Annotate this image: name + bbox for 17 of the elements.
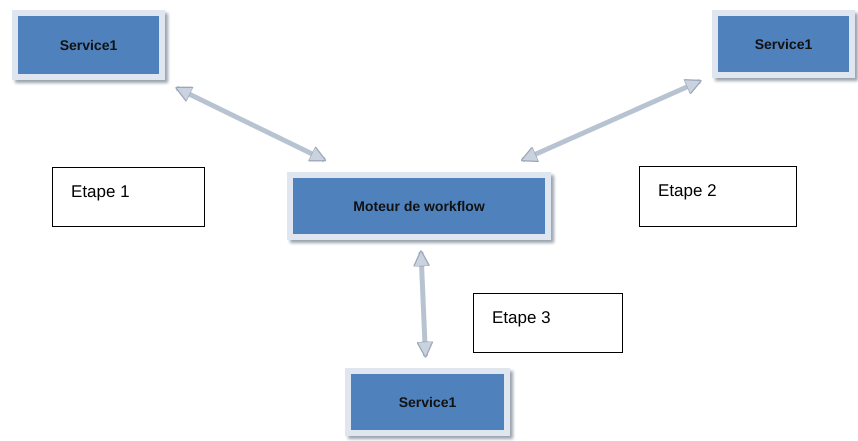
- note-box: [473, 293, 623, 353]
- node-label: Moteur de workflow: [353, 198, 485, 214]
- node-label: Etape 3: [492, 308, 551, 328]
- process-box: [287, 172, 551, 240]
- node-label: Service1: [398, 394, 456, 410]
- node-label: Service1: [60, 37, 118, 53]
- double-arrow: [412, 250, 434, 358]
- node-label: Etape 1: [71, 182, 130, 202]
- process-box: [345, 368, 510, 436]
- note-box: [52, 167, 205, 227]
- double-arrow: [520, 78, 702, 162]
- node-label: Service1: [754, 36, 812, 52]
- note-box: [639, 166, 797, 227]
- node-label: Etape 2: [658, 181, 717, 201]
- process-box: [712, 10, 855, 78]
- process-box: [12, 10, 165, 80]
- double-arrow: [174, 86, 327, 162]
